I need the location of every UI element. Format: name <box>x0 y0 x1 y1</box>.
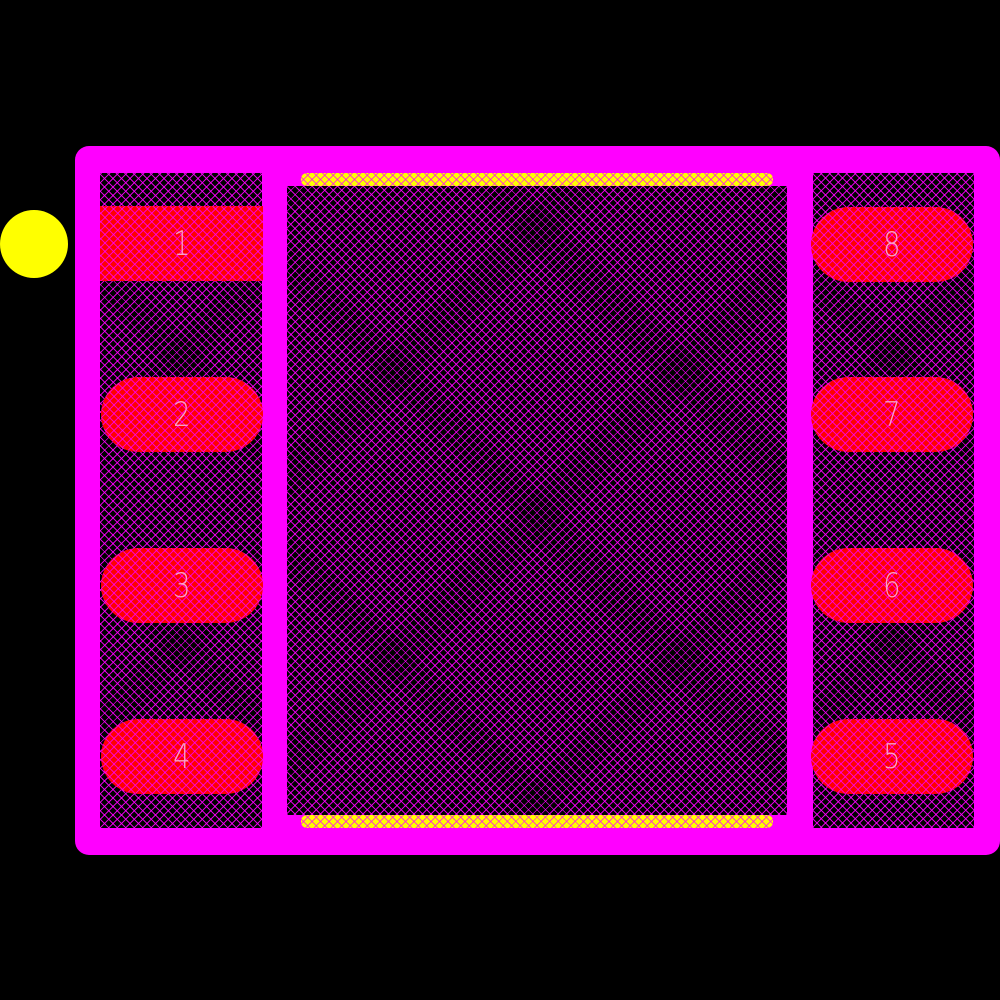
pad-label: 4 <box>173 736 191 777</box>
pad-3[interactable]: 3 <box>101 548 263 623</box>
pad-label: 1 <box>172 223 191 264</box>
pad-7[interactable]: 7 <box>811 377 973 452</box>
center-body-region <box>287 186 787 815</box>
pad-8[interactable]: 8 <box>811 207 973 282</box>
pad-2[interactable]: 2 <box>101 377 263 452</box>
left-pad-region <box>100 173 262 828</box>
pin1-indicator-dot <box>0 210 68 278</box>
pad-label: 5 <box>883 736 901 777</box>
pad-label: 7 <box>883 394 901 435</box>
right-pad-region <box>813 173 974 828</box>
pad-4[interactable]: 4 <box>101 719 263 794</box>
pad-1[interactable]: 1 <box>100 206 263 281</box>
bottom-paste-strip <box>301 815 773 828</box>
pad-6[interactable]: 6 <box>811 548 973 623</box>
top-paste-strip <box>301 173 773 186</box>
pad-label: 3 <box>173 565 191 606</box>
pad-5[interactable]: 5 <box>811 719 973 794</box>
pad-label: 2 <box>173 394 191 435</box>
pad-label: 6 <box>883 565 901 606</box>
pad-label: 8 <box>883 224 901 265</box>
